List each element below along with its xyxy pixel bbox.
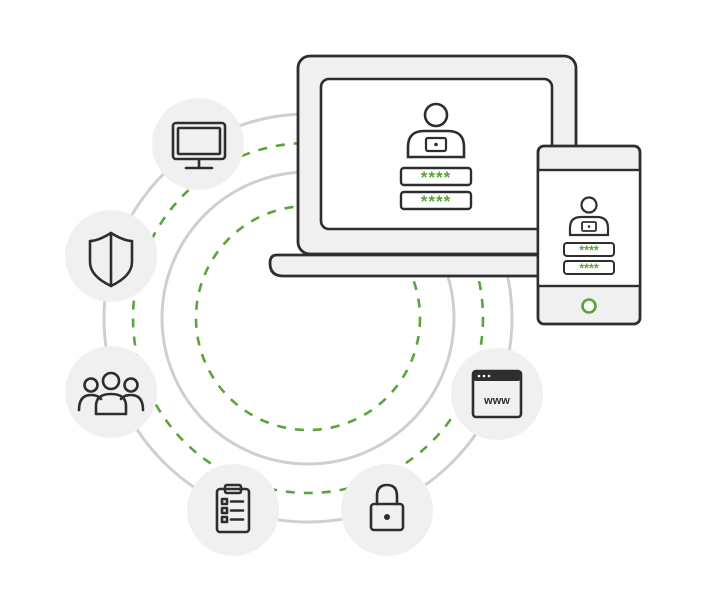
clipboard-checklist-icon	[215, 483, 251, 534]
laptop-password-2-value: ****	[421, 192, 451, 211]
browser-window-icon: www	[471, 369, 523, 419]
smartphone: **** ****	[536, 144, 642, 326]
monitor-badge	[152, 98, 244, 190]
users-icon	[77, 371, 145, 416]
laptop-password-field-1	[399, 166, 473, 187]
user-avatar-icon	[568, 196, 610, 237]
shield-icon	[88, 231, 134, 288]
phone-password-2-value: ****	[579, 262, 599, 276]
phone-password-1-value: ****	[579, 244, 599, 258]
outer-dashed-ring	[131, 141, 485, 495]
laptop: **** ****	[268, 54, 598, 278]
clipboard-badge	[187, 464, 279, 556]
phone-home-button	[581, 298, 597, 314]
browser-badge: www	[451, 348, 543, 440]
shield-badge	[65, 210, 157, 302]
user-avatar-icon	[406, 102, 466, 159]
phone-password-field-1	[563, 242, 615, 257]
padlock-badge	[341, 464, 433, 556]
phone-password-field-2	[563, 260, 615, 275]
laptop-password-1-value: ****	[421, 168, 451, 187]
monitor-icon	[171, 121, 227, 170]
padlock-icon	[369, 483, 405, 532]
browser-www-label: www	[483, 395, 510, 407]
users-badge	[65, 346, 157, 438]
laptop-password-field-2	[399, 190, 473, 211]
